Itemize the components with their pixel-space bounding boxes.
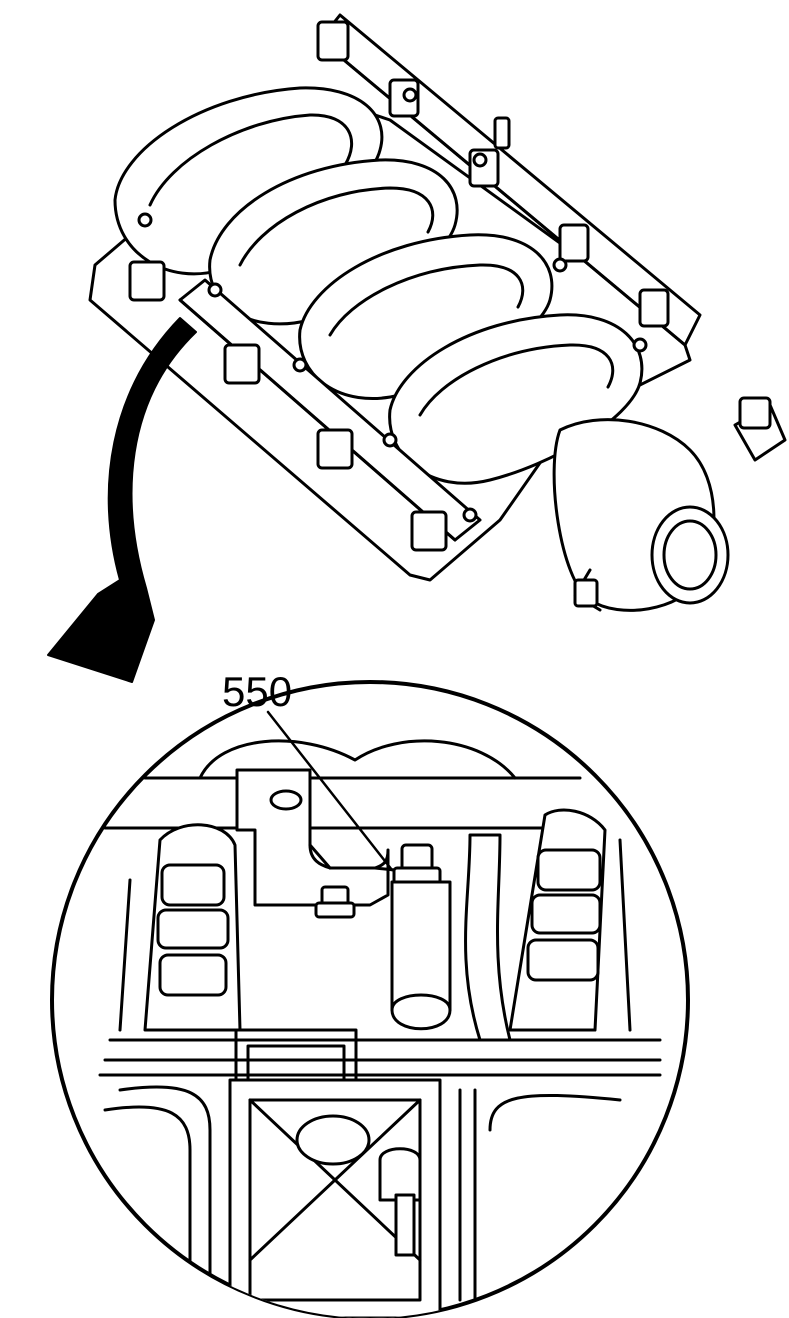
left-fuel-injector <box>118 823 242 1032</box>
callout-550-leader <box>266 710 394 872</box>
detail-view-contents <box>98 739 662 1318</box>
detail-pointer-arrow <box>47 317 197 683</box>
sensor-550 <box>390 843 452 1031</box>
right-fuel-injector <box>508 808 632 1032</box>
fuel-rail-left <box>128 260 482 552</box>
manifold-bolts <box>137 87 648 523</box>
throttle-body <box>552 396 787 612</box>
manifold-lower-casting <box>103 1078 622 1318</box>
rail-fitting <box>493 116 511 150</box>
callout-550-label: 550 <box>222 668 292 715</box>
intake-manifold-overview <box>88 13 787 612</box>
runner-1 <box>113 86 384 276</box>
